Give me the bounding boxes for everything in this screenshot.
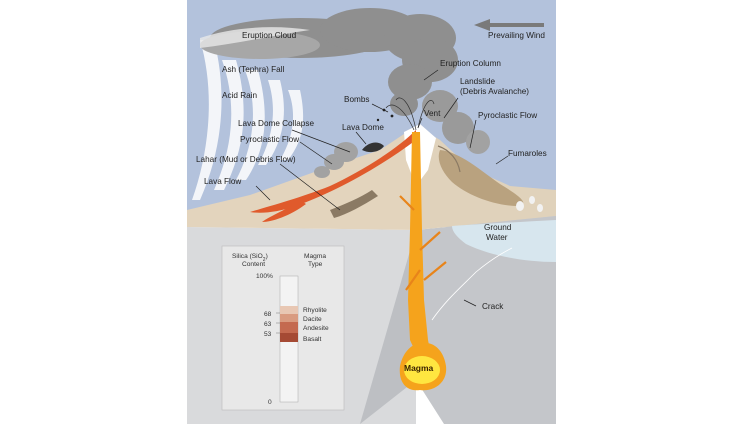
ground-water <box>452 220 556 262</box>
label-crack: Crack <box>482 302 504 311</box>
legend-col2-line1: Magma <box>304 253 326 260</box>
label-eruption-column: Eruption Column <box>440 59 501 68</box>
scale-band-rhyolite <box>280 306 298 314</box>
label-vent: Vent <box>424 109 441 118</box>
label-landslide-2: (Debris Avalanche) <box>460 87 529 96</box>
legend-col1-line2: Content <box>242 261 265 268</box>
magma-dike <box>399 195 447 291</box>
prevailing-wind-arrow <box>474 19 544 31</box>
label-ash-fall: Ash (Tephra) Fall <box>222 65 285 74</box>
label-pyroclastic-flow-right: Pyroclastic Flow <box>478 111 537 120</box>
magma-core <box>404 356 440 384</box>
label-fumaroles: Fumaroles <box>508 149 547 158</box>
type-basalt: Basalt <box>303 336 321 343</box>
tick-100: 100% <box>256 273 273 280</box>
magma-conduit <box>408 132 432 362</box>
eruption-cloud <box>200 8 490 154</box>
label-eruption-cloud: Eruption Cloud <box>242 31 297 40</box>
crust-right-side <box>416 216 556 424</box>
type-dacite: Dacite <box>303 316 322 323</box>
landslide-debris <box>438 150 524 206</box>
scale-band-dacite <box>280 314 298 322</box>
type-andesite: Andesite <box>303 325 329 332</box>
pyroclastic-cloud-left <box>314 142 358 178</box>
lahar-deposit <box>330 190 378 218</box>
crack <box>431 247 513 321</box>
tick-68: 68 <box>264 311 272 318</box>
label-magma: Magma <box>404 363 434 373</box>
legend-col2-line2: Type <box>308 261 323 268</box>
scale-band-andesite <box>280 322 298 333</box>
tick-53: 53 <box>264 331 272 338</box>
label-prevailing-wind: Prevailing Wind <box>488 31 545 40</box>
lava-flow-lower <box>262 200 306 222</box>
scale-band-basalt <box>280 333 298 342</box>
type-rhyolite: Rhyolite <box>303 307 327 314</box>
label-lava-dome: Lava Dome <box>342 123 384 132</box>
label-acid-rain: Acid Rain <box>222 91 257 100</box>
label-lahar: Lahar (Mud or Debris Flow) <box>196 155 296 164</box>
lava-dome <box>362 142 384 153</box>
label-lava-dome-collapse: Lava Dome Collapse <box>238 119 314 128</box>
tick-63: 63 <box>264 321 272 328</box>
label-lava-flow: Lava Flow <box>204 177 241 186</box>
landslide-scar <box>437 145 461 173</box>
fumarole-puffs <box>516 196 543 212</box>
leader-lines <box>255 69 509 307</box>
label-ground-water-1: Ground <box>484 223 512 232</box>
label-landslide-1: Landslide <box>460 77 495 86</box>
bombs <box>376 108 394 122</box>
bomb-trajectories <box>385 97 435 131</box>
label-ground-water-2: Water <box>486 233 508 242</box>
silica-legend: Silica (SiO2) Content Magma Type 100% 68… <box>221 245 345 411</box>
label-bombs: Bombs <box>344 95 369 104</box>
legend-col1-line1: Silica (SiO2) <box>232 253 268 263</box>
tick-0: 0 <box>268 399 272 406</box>
cloud-highlight <box>200 27 310 48</box>
label-pyroclastic-flow-left: Pyroclastic Flow <box>240 135 299 144</box>
ash-fall-streaks <box>192 40 304 200</box>
